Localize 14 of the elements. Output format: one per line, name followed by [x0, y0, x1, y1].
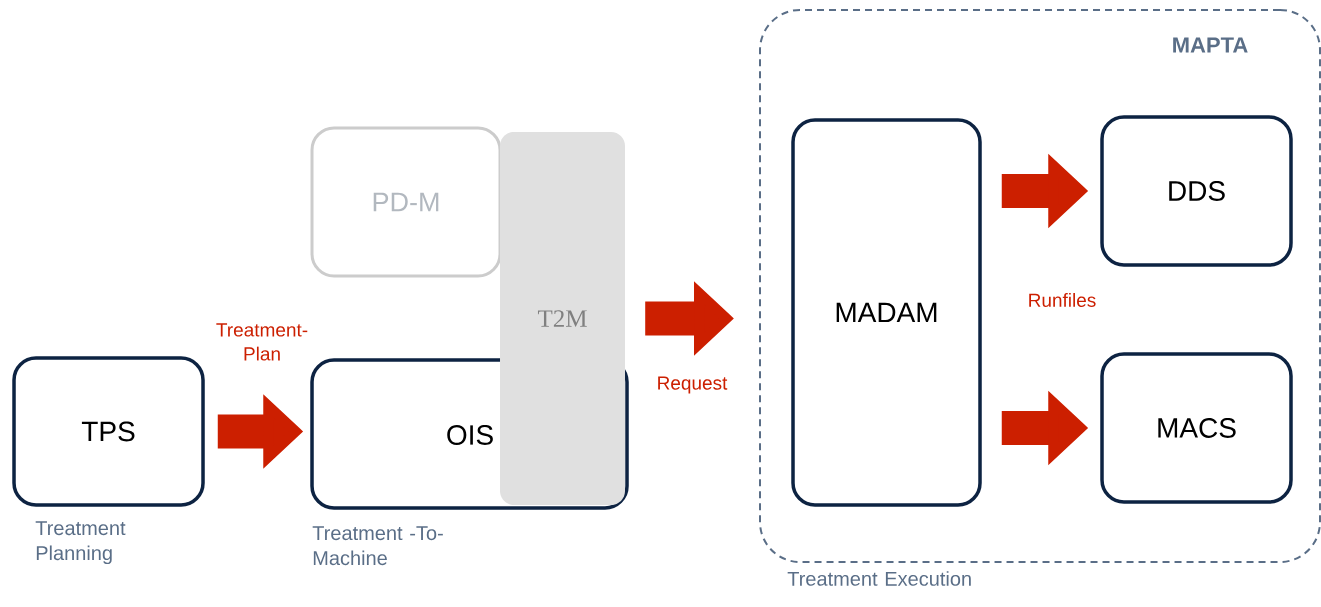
edge-label: Treatment- Plan	[216, 323, 308, 361]
node-label: Treatment -To-Machine	[312, 526, 443, 566]
edge-label: Request	[658, 376, 728, 394]
system-box: MACS	[1100, 352, 1293, 504]
node-label: Treatment Planning	[35, 521, 126, 565]
system-box: DDS	[1100, 115, 1293, 267]
box-label: OIS	[447, 425, 493, 445]
inactive-box: PD-M	[310, 126, 502, 278]
system-box: MADAM	[791, 118, 982, 507]
region-title: MAPTA	[1173, 37, 1248, 53]
system-box: TPS	[12, 356, 205, 507]
flow-label: Runfiles	[1029, 293, 1096, 307]
node-label: Treatment Execution	[787, 571, 971, 586]
vertical-band: T2M	[500, 132, 625, 505]
